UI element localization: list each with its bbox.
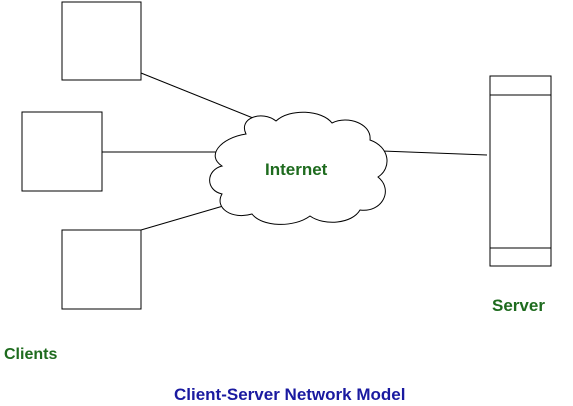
- client-box-1: [61, 1, 142, 81]
- internet-cloud: [209, 111, 388, 225]
- server-label: Server: [492, 296, 545, 315]
- connection-line-server: [381, 150, 488, 156]
- server-tower: [489, 75, 552, 267]
- client-box-3: [61, 229, 142, 310]
- client-box-2: [21, 111, 103, 192]
- connection-line-client-1: [140, 72, 269, 125]
- clients-label: Clients: [4, 346, 58, 363]
- diagram-title: Client-Server Network Model: [174, 385, 406, 404]
- internet-label: Internet: [265, 160, 328, 179]
- connection-line-client-3: [140, 203, 231, 231]
